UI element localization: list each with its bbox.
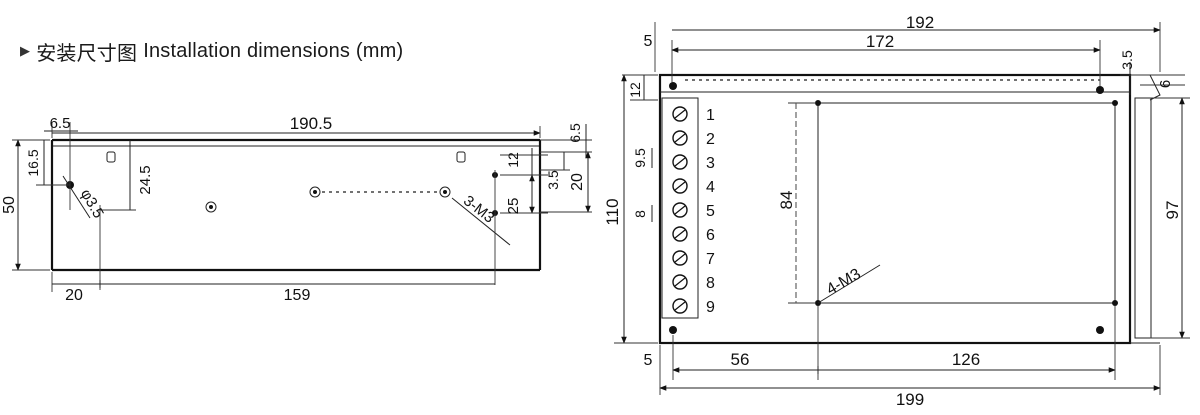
- terminal-label-1: 1: [706, 107, 715, 124]
- dim-172: 172: [866, 32, 894, 51]
- side-slot-right: [456, 151, 466, 163]
- terminal-screw-slot-2: [674, 133, 686, 143]
- dim-6-5-right: 6.5: [567, 123, 583, 143]
- terminal-screw-2: [672, 130, 688, 146]
- top-flange-clip: [1130, 74, 1161, 101]
- terminal-label-3: 3: [706, 155, 715, 172]
- dim-20-vertical: 20: [569, 173, 586, 191]
- top-right-flange: [1134, 97, 1152, 339]
- top-m3-hole-tr: [1112, 100, 1118, 106]
- terminal-screw-3: [672, 154, 688, 170]
- terminal-label-4: 4: [706, 179, 715, 196]
- top-body-outline: [658, 73, 1132, 345]
- top-hole-tl: [669, 82, 677, 90]
- dim-20-horizontal: 20: [65, 287, 83, 304]
- top-m3-hole-tl: [815, 100, 821, 106]
- dim-8: 8: [632, 210, 648, 218]
- terminal-screw-9: [672, 298, 688, 314]
- dim-97: 97: [1163, 201, 1182, 220]
- side-hole-c: [439, 186, 451, 198]
- leader-phi: [62, 175, 91, 219]
- dim-6: 6: [1157, 80, 1174, 88]
- terminal-screw-slot-4: [674, 181, 686, 191]
- dim-3-5-side: 3.5: [545, 170, 561, 190]
- dim-3-5-top: 3.5: [1119, 50, 1135, 70]
- terminal-label-7: 7: [706, 251, 715, 268]
- terminal-screw-4: [672, 178, 688, 194]
- dim-25: 25: [505, 198, 522, 215]
- terminal-block: [661, 97, 699, 319]
- dim-6-5: 6.5: [50, 115, 71, 132]
- dim-9-5: 9.5: [632, 148, 648, 168]
- leader-4-m3: [817, 264, 881, 304]
- terminal-screw-slot-5: [674, 205, 686, 215]
- triangle-right-icon: ▶: [20, 43, 31, 58]
- dim-56: 56: [731, 350, 750, 369]
- side-hole-a: [205, 201, 217, 213]
- dim-12-side: 12: [505, 152, 521, 168]
- dim-126: 126: [952, 350, 980, 369]
- dim-199: 199: [896, 390, 924, 409]
- side-hole-b-center: [313, 190, 317, 194]
- terminal-screw-slot-8: [674, 277, 686, 287]
- terminal-screw-slot-3: [674, 157, 686, 167]
- dim-16-5: 16.5: [25, 149, 41, 176]
- leader-3-m3: [451, 197, 511, 246]
- terminal-screw-1: [672, 106, 688, 122]
- terminal-label-2: 2: [706, 131, 715, 148]
- dim-24-5: 24.5: [137, 165, 154, 194]
- terminal-screws: 1 2 3 4 5 6 7 8 9: [672, 106, 715, 316]
- terminal-label-8: 8: [706, 275, 715, 292]
- terminal-screw-slot-9: [674, 301, 686, 311]
- terminal-label-5: 5: [706, 203, 715, 220]
- dim-50: 50: [1, 196, 18, 214]
- terminal-screw-5: [672, 202, 688, 218]
- top-hole-br: [1096, 326, 1104, 334]
- dim-192: 192: [906, 13, 934, 32]
- section-title: ▶ 安装尺寸图 Installation dimensions (mm): [20, 36, 403, 66]
- dim-84: 84: [777, 191, 796, 210]
- terminal-label-9: 9: [706, 299, 715, 316]
- dim-5-top: 5: [644, 33, 653, 50]
- dim-190-5: 190.5: [290, 114, 333, 133]
- dim-4-m3: 4-M3: [824, 266, 864, 299]
- title-en: Installation dimensions (mm): [143, 39, 404, 62]
- terminal-label-6: 6: [706, 227, 715, 244]
- side-hole-a-center: [209, 205, 213, 209]
- terminal-screw-slot-7: [674, 253, 686, 263]
- top-hole-tr: [1096, 86, 1104, 94]
- terminal-screw-slot-1: [674, 109, 686, 119]
- dim-159: 159: [284, 287, 311, 304]
- terminal-screw-6: [672, 226, 688, 242]
- top-m3-hole-br: [1112, 300, 1118, 306]
- side-hole-b: [309, 186, 321, 198]
- dim-5-bottom: 5: [644, 352, 653, 369]
- dim-3-m3: 3-M3: [460, 192, 497, 226]
- top-mount-rect: [817, 102, 1116, 304]
- side-slot-left: [106, 151, 116, 163]
- terminal-screw-slot-6: [674, 229, 686, 239]
- side-hole-c-center: [443, 190, 447, 194]
- side-view: 6.5 190.5 50 16.5 24.5 φ3.5 3-M3 12: [1, 114, 592, 304]
- dim-110: 110: [603, 198, 622, 225]
- title-zh: 安装尺寸图: [36, 42, 138, 65]
- dim-12-top: 12: [627, 82, 643, 98]
- top-hole-bl: [669, 326, 677, 334]
- terminal-screw-8: [672, 274, 688, 290]
- terminal-screw-7: [672, 250, 688, 266]
